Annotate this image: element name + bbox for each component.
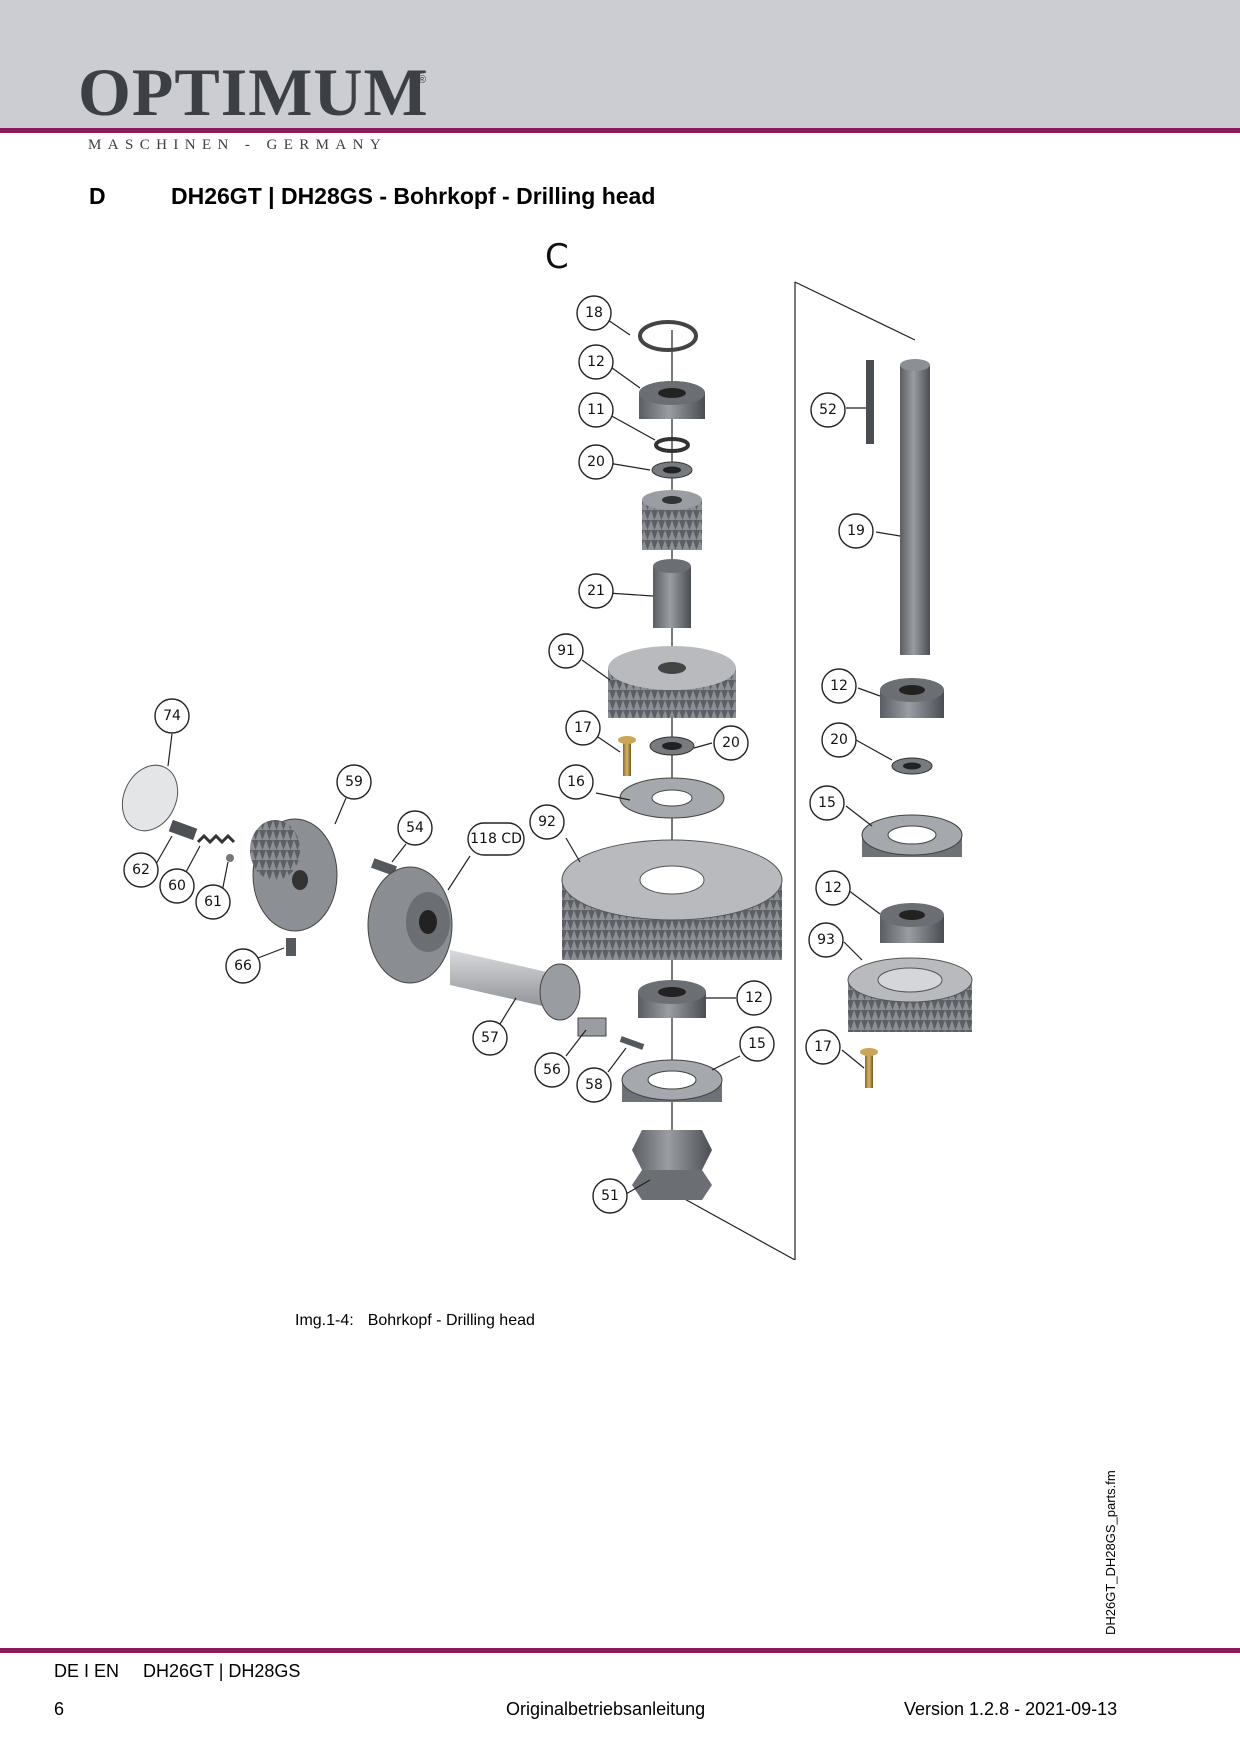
callout-20-b: 20	[713, 725, 749, 761]
callout-57: 57	[472, 1020, 508, 1056]
registered-mark: ®	[418, 74, 427, 86]
callout-62: 62	[123, 852, 159, 888]
svg-text:91: 91	[557, 643, 575, 659]
svg-text:11: 11	[587, 402, 605, 418]
callout-19: 19	[838, 513, 874, 549]
svg-text:19: 19	[847, 523, 865, 539]
callout-12-d: 12	[815, 870, 851, 906]
svg-text:57: 57	[481, 1030, 499, 1046]
svg-text:12: 12	[824, 880, 842, 896]
callout-12-c: 12	[821, 668, 857, 704]
callout-21: 21	[578, 573, 614, 609]
callout-56: 56	[534, 1052, 570, 1088]
footer-model: DH26GT | DH28GS	[143, 1661, 301, 1681]
svg-text:18: 18	[585, 305, 603, 321]
svg-text:12: 12	[745, 990, 763, 1006]
document-version: Version 1.2.8 - 2021-09-13	[904, 1699, 1118, 1719]
callout-91: 91	[548, 633, 584, 669]
callout-20-c: 20	[821, 722, 857, 758]
svg-text:21: 21	[587, 583, 605, 599]
footer-languages: DE I EN	[54, 1661, 120, 1681]
corner-mark: C	[545, 240, 569, 277]
svg-text:62: 62	[132, 862, 150, 878]
callout-60: 60	[159, 868, 195, 904]
figure-caption: Img.1-4: Bohrkopf - Drilling head	[295, 1312, 549, 1330]
svg-text:56: 56	[543, 1062, 561, 1078]
svg-text:20: 20	[830, 732, 848, 748]
callout-12: 12	[578, 344, 614, 380]
svg-text:59: 59	[345, 774, 363, 790]
svg-text:20: 20	[587, 454, 605, 470]
svg-text:60: 60	[168, 878, 186, 894]
footer-rule	[0, 1648, 1240, 1653]
callout-66: 66	[225, 948, 261, 984]
section-letter: D	[89, 183, 106, 209]
svg-text:20: 20	[722, 735, 740, 751]
svg-text:58: 58	[585, 1077, 603, 1093]
brand-logo: OPTIMUM	[78, 54, 429, 130]
svg-text:12: 12	[587, 354, 605, 370]
callout-20: 20	[578, 444, 614, 480]
svg-text:66: 66	[234, 958, 252, 974]
brand-subtitle: MASCHINEN - GERMANY	[88, 137, 388, 153]
exploded-parts-drawing: C	[121, 240, 973, 1260]
svg-text:15: 15	[818, 795, 836, 811]
callout-18: 18	[576, 295, 612, 331]
svg-text:17: 17	[814, 1039, 832, 1055]
section-title: DH26GT | DH28GS - Bohrkopf - Drilling he…	[171, 183, 656, 209]
svg-text:15: 15	[748, 1036, 766, 1052]
svg-text:51: 51	[601, 1188, 619, 1204]
callout-51: 51	[592, 1178, 628, 1214]
svg-text:54: 54	[406, 820, 424, 836]
callout-92: 92	[529, 804, 565, 840]
svg-text:52: 52	[819, 402, 837, 418]
svg-text:12: 12	[830, 678, 848, 694]
callout-11: 11	[578, 392, 614, 428]
callout-15: 15	[739, 1026, 775, 1062]
document-type: Originalbetriebsanleitung	[506, 1699, 706, 1719]
callout-118-cd: 118 CD	[467, 822, 525, 856]
header-band	[0, 0, 1240, 128]
page-number: 6	[54, 1699, 65, 1719]
callout-17-b: 17	[805, 1029, 841, 1065]
svg-text:92: 92	[538, 814, 556, 830]
svg-text:16: 16	[567, 774, 585, 790]
svg-text:118 CD: 118 CD	[470, 831, 522, 847]
caption-label: Img.1-4:	[295, 1312, 354, 1329]
callout-16: 16	[558, 764, 594, 800]
header-rule	[0, 128, 1240, 133]
callout-74: 74	[154, 698, 190, 734]
svg-text:17: 17	[574, 720, 592, 736]
svg-text:61: 61	[204, 894, 222, 910]
callout-58: 58	[576, 1067, 612, 1103]
caption-text: Bohrkopf - Drilling head	[367, 1312, 535, 1329]
svg-text:93: 93	[817, 932, 835, 948]
callout-93: 93	[808, 922, 844, 958]
callout-61: 61	[195, 884, 231, 920]
svg-text:74: 74	[163, 708, 181, 724]
callout-59: 59	[336, 764, 372, 800]
callout-15-b: 15	[809, 785, 845, 821]
callout-52: 52	[810, 392, 846, 428]
source-filename: DH26GT_DH28GS_parts.fm	[1103, 1470, 1118, 1635]
callout-54: 54	[397, 810, 433, 846]
callout-12-b: 12	[736, 980, 772, 1016]
callout-17: 17	[565, 710, 601, 746]
